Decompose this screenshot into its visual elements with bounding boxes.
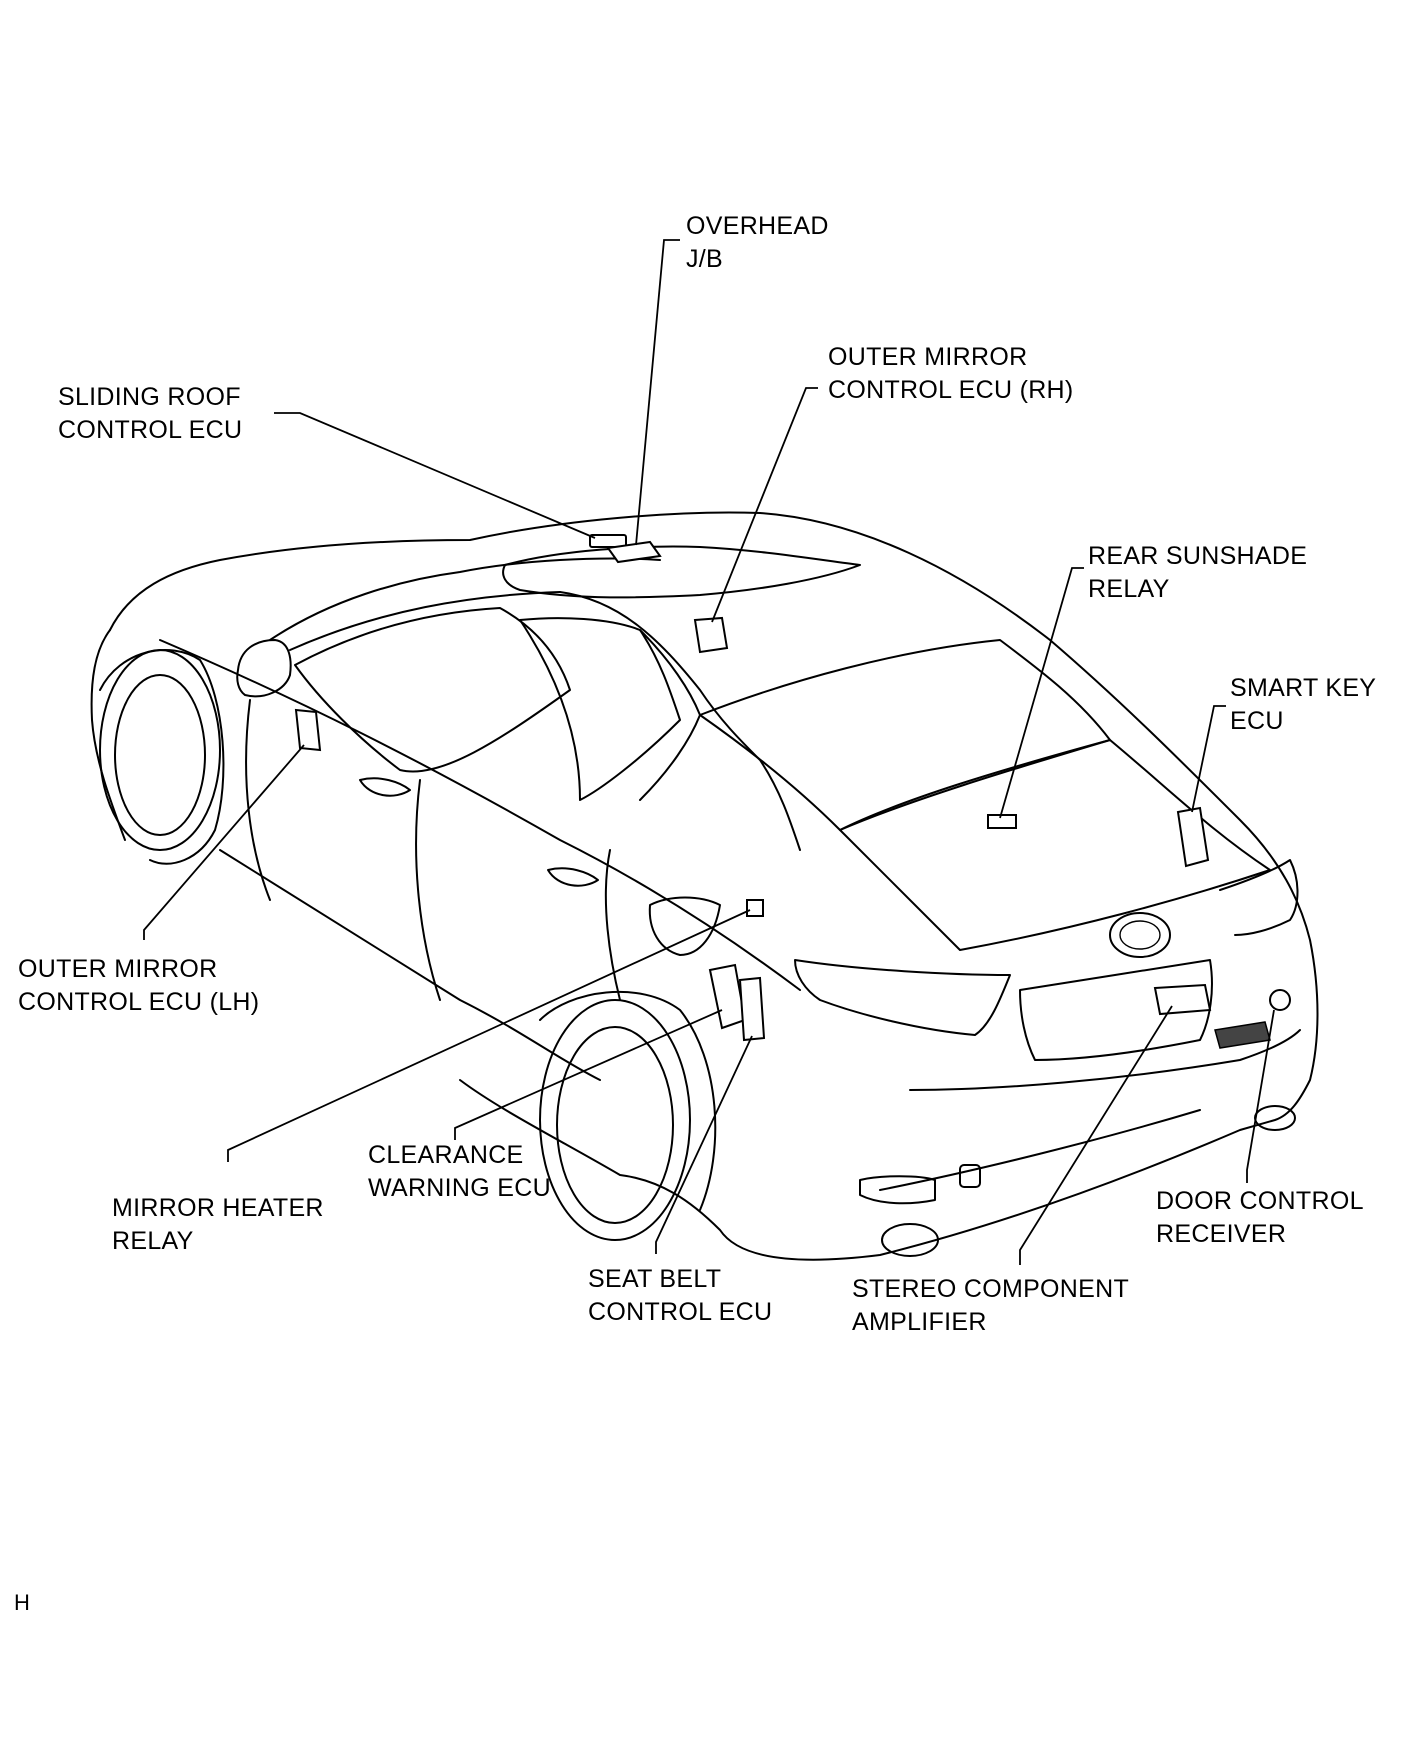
leader-sliding-roof: [274, 412, 596, 539]
label-outer-mirror-control-ecu-rh: OUTER MIRROR CONTROL ECU (RH): [828, 341, 1074, 407]
label-smart-key-ecu: SMART KEY ECU: [1230, 672, 1376, 738]
label-line: AMPLIFIER: [852, 1308, 987, 1336]
label-line: DOOR CONTROL: [1156, 1187, 1364, 1215]
leader-seat-belt: [655, 1035, 753, 1254]
label-line: CONTROL ECU: [588, 1298, 773, 1326]
stereo-component-amplifier-part: [1153, 983, 1212, 1016]
leader-outer-mirror-lh: [143, 744, 305, 940]
label-line: ECU: [1230, 707, 1284, 735]
outer-mirror-control-ecu-rh-part: [693, 616, 729, 654]
label-line: OUTER MIRROR: [18, 955, 218, 983]
label-line: RELAY: [112, 1227, 194, 1255]
label-line: SMART KEY: [1230, 674, 1377, 702]
label-line: REAR SUNSHADE: [1088, 542, 1308, 570]
door-control-receiver-connector: [1269, 989, 1291, 1011]
label-line: RECEIVER: [1156, 1220, 1287, 1248]
label-line: RELAY: [1088, 575, 1170, 603]
label-line: STEREO COMPONENT: [852, 1275, 1130, 1303]
clearance-warning-ecu-part: [708, 963, 747, 1030]
leader-smart-key: [1191, 705, 1226, 813]
leader-clearance-warning: [454, 1009, 723, 1140]
label-line: SLIDING ROOF: [58, 383, 241, 411]
label-line: WARNING ECU: [368, 1174, 551, 1202]
leader-door-control-receiver: [1246, 1009, 1275, 1183]
outer-mirror-control-ecu-lh-part: [294, 708, 322, 752]
label-overhead-jb: OVERHEAD J/B: [686, 210, 829, 276]
label-rear-sunshade-relay: REAR SUNSHADE RELAY: [1088, 540, 1307, 606]
label-line: SEAT BELT: [588, 1265, 722, 1293]
leader-mirror-heater: [227, 909, 751, 1162]
label-sliding-roof-control-ecu: SLIDING ROOF CONTROL ECU: [58, 381, 242, 447]
smart-key-ecu-part: [1176, 806, 1210, 868]
label-line: CONTROL ECU: [58, 416, 243, 444]
door-control-receiver-part: [1214, 1021, 1271, 1049]
leader-outer-mirror-rh: [711, 387, 818, 623]
figure-id: H: [14, 1590, 30, 1615]
leader-overhead-jb: [635, 239, 680, 546]
leader-rear-sunshade: [999, 567, 1084, 819]
rear-sunshade-relay-part: [987, 814, 1017, 829]
leader-stereo-amplifier: [1019, 1005, 1173, 1265]
label-line: CONTROL ECU (RH): [828, 376, 1074, 404]
seat-belt-control-ecu-part: [738, 976, 766, 1042]
label-door-control-receiver: DOOR CONTROL RECEIVER: [1156, 1185, 1364, 1251]
label-line: OUTER MIRROR: [828, 343, 1028, 371]
leader-lines: [143, 239, 1275, 1265]
label-line: MIRROR HEATER: [112, 1194, 324, 1222]
label-line: CLEARANCE: [368, 1141, 524, 1169]
label-mirror-heater-relay: MIRROR HEATER RELAY: [112, 1192, 324, 1258]
mirror-heater-relay-part: [746, 899, 764, 917]
label-clearance-warning-ecu: CLEARANCE WARNING ECU: [368, 1139, 551, 1205]
label-line: OVERHEAD: [686, 212, 829, 240]
label-line: CONTROL ECU (LH): [18, 988, 260, 1016]
label-stereo-component-amplifier: STEREO COMPONENT AMPLIFIER: [852, 1273, 1129, 1339]
label-outer-mirror-control-ecu-lh: OUTER MIRROR CONTROL ECU (LH): [18, 953, 259, 1019]
label-line: J/B: [686, 245, 724, 273]
label-seat-belt-control-ecu: SEAT BELT CONTROL ECU: [588, 1263, 772, 1329]
